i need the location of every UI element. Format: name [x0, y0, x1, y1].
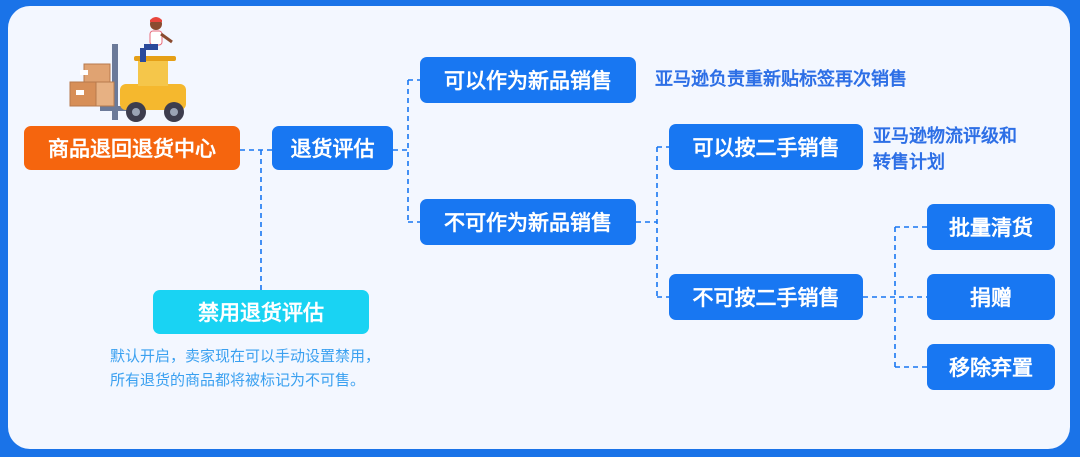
- bulk-liquidation-label: 批量清货: [949, 216, 1033, 240]
- disable-description-line1: 默认开启，卖家现在可以手动设置禁用，: [110, 347, 381, 365]
- cargo-boxes-icon: [69, 63, 115, 107]
- disable-evaluation-label: 禁用退货评估: [198, 301, 324, 325]
- donate-label: 捐赠: [970, 286, 1012, 310]
- grading-resale-note: 亚马逊物流评级和 转售计划: [873, 124, 1017, 176]
- forklift-mast: [112, 44, 118, 120]
- grading-resale-line1: 亚马逊物流评级和: [873, 126, 1017, 147]
- evaluate-node: 退货评估: [272, 126, 393, 170]
- sellable-as-new-node: 可以作为新品销售: [420, 57, 636, 103]
- sellable-as-used-label: 可以按二手销售: [692, 136, 840, 160]
- sellable-as-new-label: 可以作为新品销售: [444, 69, 612, 93]
- grading-resale-line2: 转售计划: [873, 152, 945, 173]
- remove-dispose-node: 移除弃置: [927, 344, 1055, 390]
- bulk-liquidation-node: 批量清货: [927, 204, 1055, 250]
- disable-evaluation-node: 禁用退货评估: [153, 290, 369, 334]
- donate-node: 捐赠: [927, 274, 1055, 320]
- disable-description: 默认开启，卖家现在可以手动设置禁用， 所有退货的商品都将被标记为不可售。: [110, 344, 380, 392]
- evaluate-node-label: 退货评估: [290, 137, 375, 161]
- disable-description-line2: 所有退货的商品都将被标记为不可售。: [110, 371, 366, 389]
- not-sellable-as-used-node: 不可按二手销售: [669, 274, 863, 320]
- forklift-body-icon: [120, 56, 186, 122]
- remove-dispose-label: 移除弃置: [949, 356, 1033, 380]
- root-node: 商品退回退货中心: [24, 126, 240, 170]
- worker-icon: [140, 17, 173, 62]
- not-sellable-as-new-node: 不可作为新品销售: [420, 199, 636, 245]
- root-node-label: 商品退回退货中心: [48, 137, 216, 161]
- not-sellable-as-new-label: 不可作为新品销售: [444, 211, 612, 235]
- relabel-note-text: 亚马逊负责重新贴标签再次销售: [655, 69, 907, 90]
- relabel-note: 亚马逊负责重新贴标签再次销售: [655, 67, 907, 93]
- sellable-as-used-node: 可以按二手销售: [669, 124, 863, 170]
- forklift-illustration: [69, 17, 186, 122]
- not-sellable-as-used-label: 不可按二手销售: [692, 286, 840, 310]
